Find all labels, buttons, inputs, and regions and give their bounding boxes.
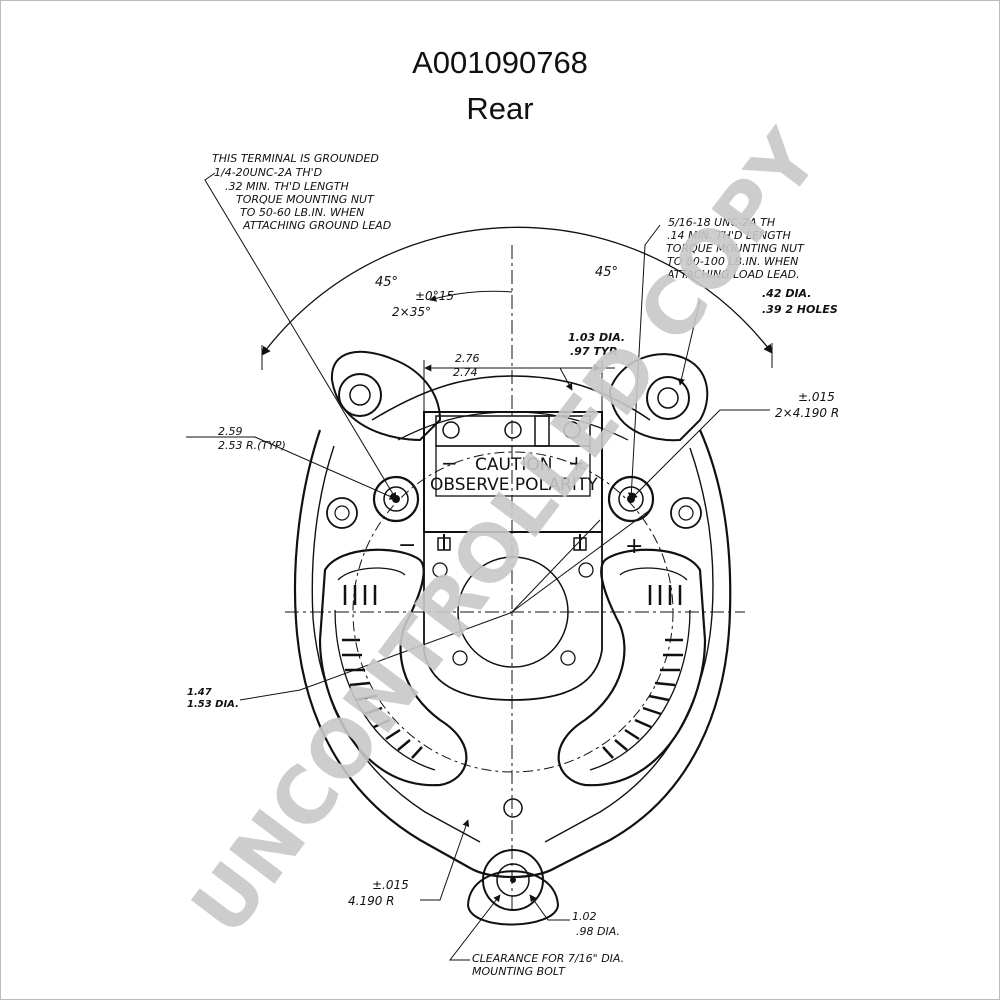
output-note-line: 5/16-18 UNC-2A TH — [668, 216, 775, 229]
center-bearing-housing — [423, 532, 603, 701]
caution-label: CAUTION — [475, 455, 552, 475]
ear-dia-min-label: .98 DIA. — [576, 925, 620, 938]
angle-left-label: 45° — [375, 275, 398, 290]
dia-max-label: 1.03 DIA. — [568, 331, 625, 344]
plus-sign-plate: + — [568, 451, 585, 475]
ear-dia-max-label: 1.02 — [572, 910, 597, 923]
part-number-title: A001090768 — [412, 45, 588, 80]
ground-note-line: TO 50-60 LB.IN. WHEN — [240, 206, 364, 219]
output-terminal-note: 5/16-18 UNC-2A TH .14 MIN. TH'D LENGTH T… — [666, 216, 805, 281]
regulator-plate — [423, 411, 603, 551]
bottom-tolerance-label: ±.015 — [372, 878, 409, 892]
output-note-line: .14 MIN. TH'D LENGTH — [667, 229, 791, 242]
right-vent-pad — [557, 548, 707, 787]
positive-terminal-sign: + — [625, 534, 643, 559]
output-note-line: TORQUE MOUNTING NUT — [666, 242, 805, 255]
angle-tolerance-label: ±0°15 — [415, 289, 454, 303]
ground-terminal-note: THIS TERMINAL IS GROUNDED 1/4-20UNC-2A T… — [212, 152, 391, 232]
ground-note-line: ATTACHING GROUND LEAD — [242, 219, 391, 232]
view-subtitle: Rear — [466, 91, 534, 126]
clearance-note-line: CLEARANCE FOR 7/16" DIA. — [472, 952, 624, 965]
output-note-line: TO 80-100 LB.IN. WHEN — [667, 255, 798, 268]
right-radius-label: 2×4.190 R — [775, 406, 839, 420]
side-bolts — [326, 497, 702, 529]
upper-left-mounting-ear — [330, 350, 442, 442]
negative-terminal-sign: − — [398, 533, 416, 558]
bolt-circle-arcs — [352, 451, 674, 773]
observe-polarity-label: OBSERVE POLARITY — [430, 475, 598, 495]
angle-spacing-label: 2×35° — [392, 305, 431, 319]
angle-arc-dimension — [261, 226, 773, 370]
clearance-note-line: MOUNTING BOLT — [472, 965, 566, 978]
upper-right-mounting-ear — [608, 353, 709, 442]
width-max-label: 2.76 — [455, 352, 480, 365]
minus-sign-plate: − — [441, 451, 458, 475]
ground-note-line: 1/4-20UNC-2A TH'D — [214, 166, 322, 179]
dia-min-label: .97 TYP. — [570, 345, 618, 358]
hole-dia-min-label: .39 2 HOLES — [762, 303, 838, 316]
ground-note-line: THIS TERMINAL IS GROUNDED — [212, 152, 379, 165]
ground-note-line: .32 MIN. TH'D LENGTH — [225, 180, 349, 193]
width-min-label: 2.74 — [453, 366, 478, 379]
uncontrolled-copy-watermark: UNCONTROLLED COPY — [175, 114, 837, 951]
bottom-mounting-ear — [466, 798, 560, 926]
angle-right-label: 45° — [595, 265, 618, 280]
hole-dia-max-label: .42 DIA. — [762, 287, 811, 300]
left-radius-max-label: 2.59 — [218, 425, 243, 438]
left-radius-min-label: 2.53 R.(TYP) — [218, 439, 286, 452]
bottom-radius-label: 4.190 R — [348, 894, 395, 908]
output-note-line: ATTACHING LOAD LEAD. — [666, 268, 800, 281]
right-tolerance-label: ±.015 — [798, 390, 835, 404]
ground-note-line: TORQUE MOUNTING NUT — [236, 193, 375, 206]
bore-dia-max-label: 1.53 DIA. — [187, 699, 239, 710]
bore-dia-min-label: 1.47 — [187, 687, 212, 698]
leader-lines — [186, 172, 770, 961]
